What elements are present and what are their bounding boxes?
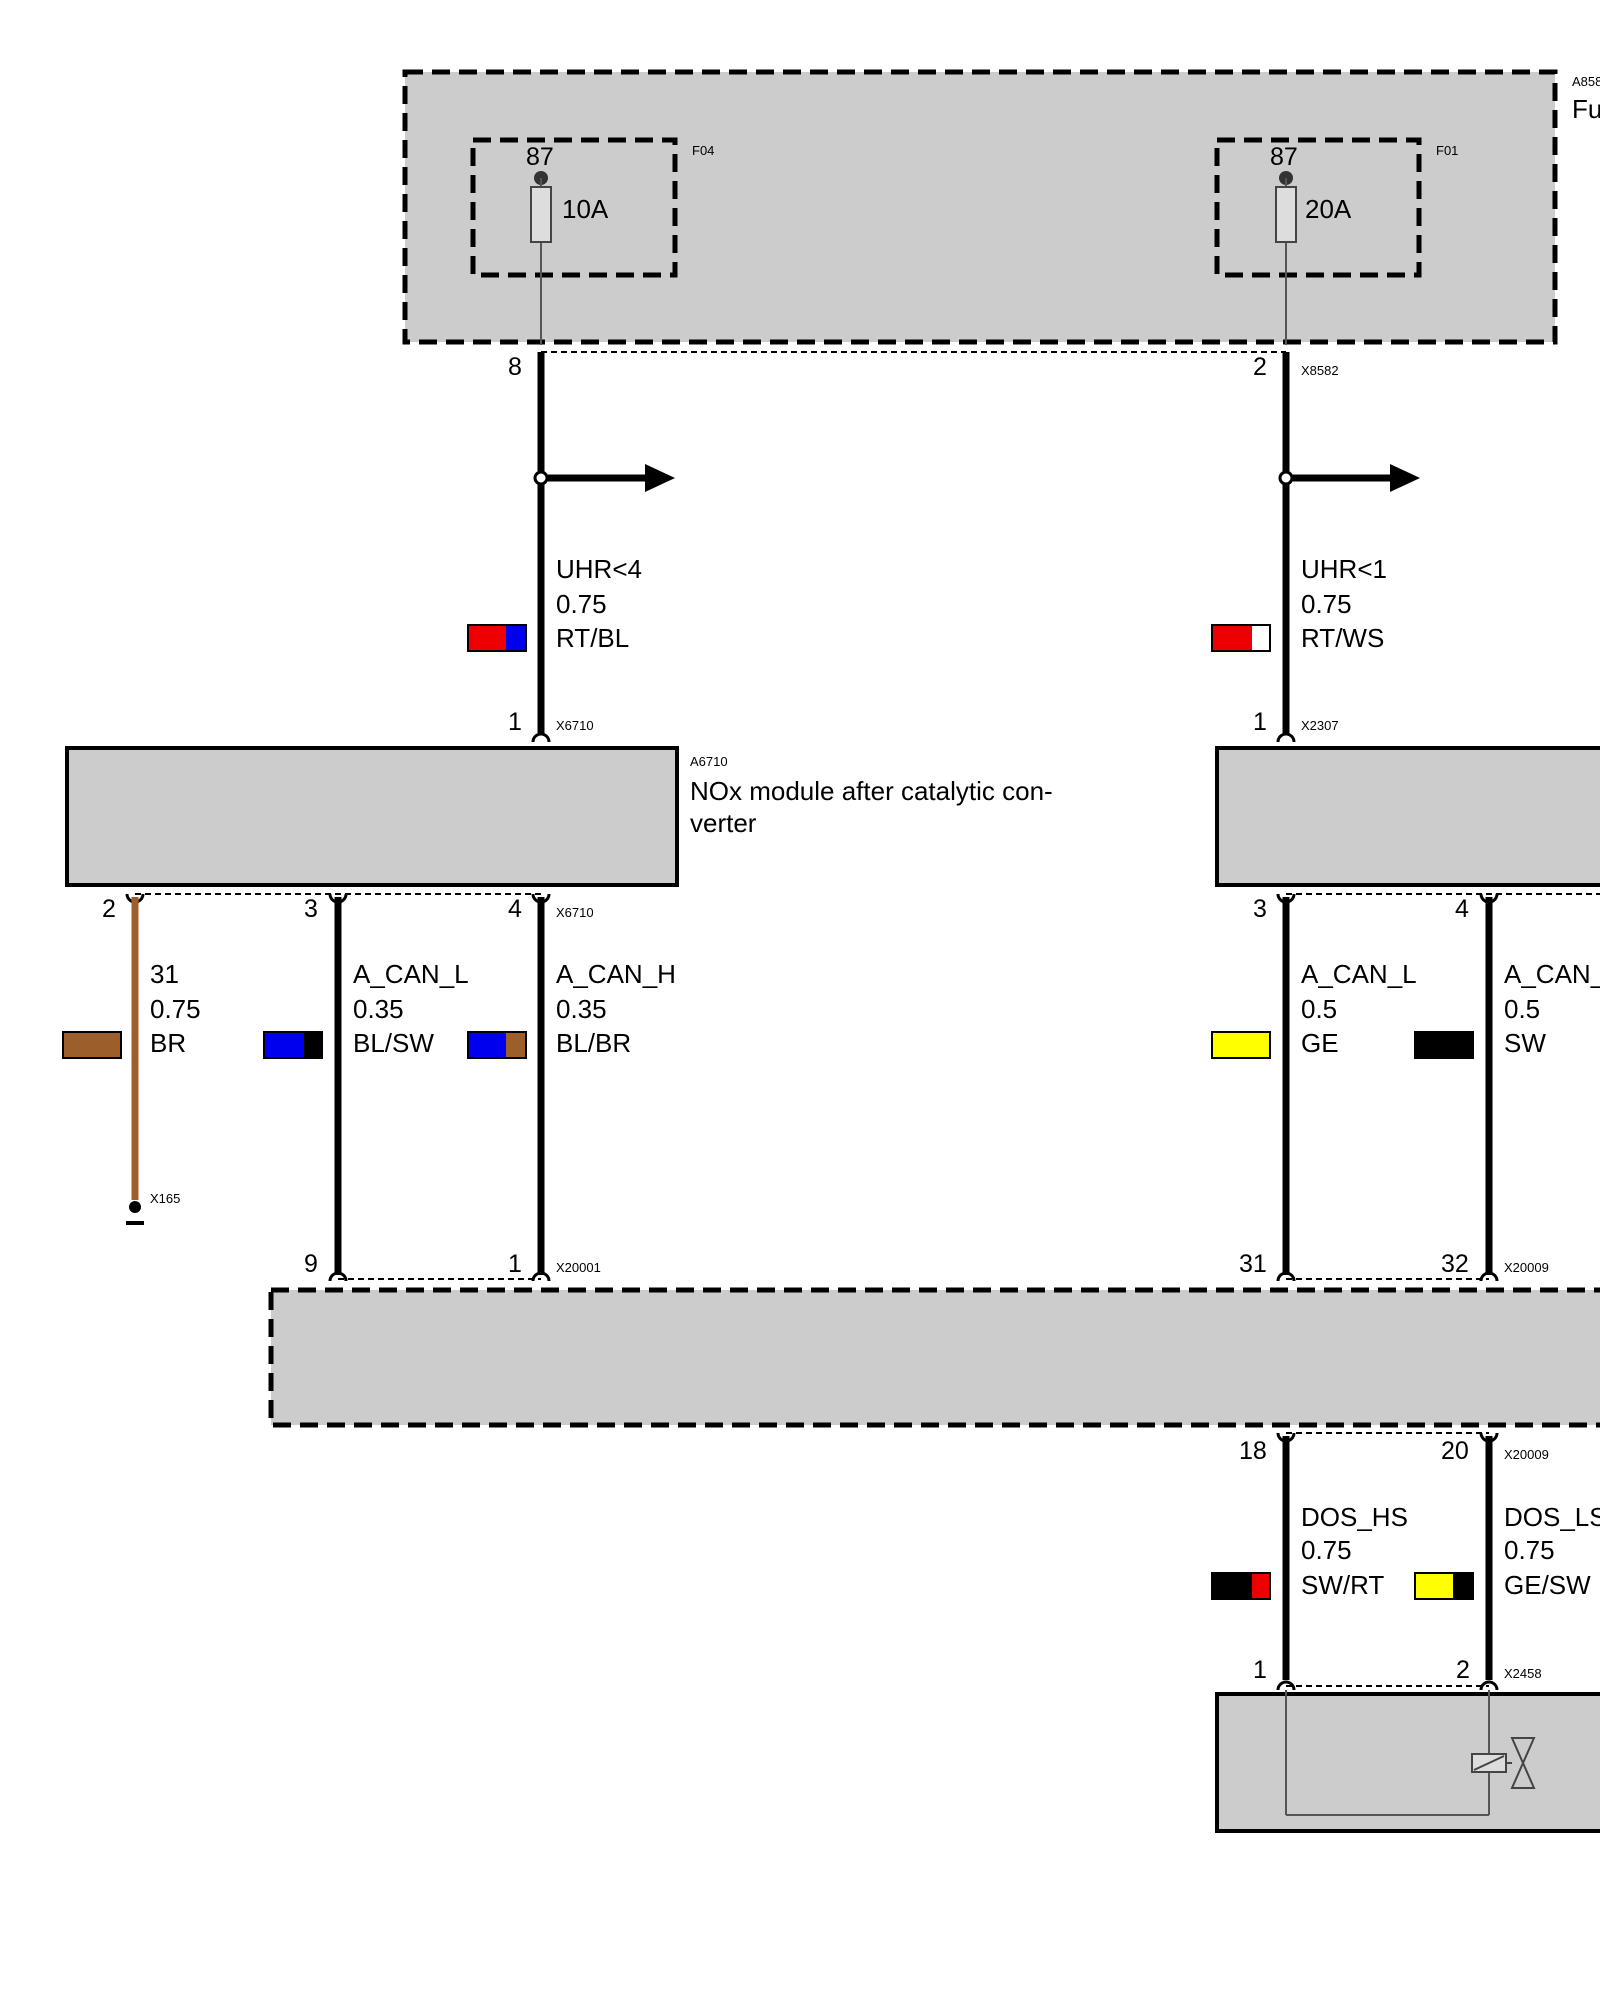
control-unit-connector-left: X20001 (556, 1260, 601, 1275)
fuse-box: A858 Fu F04 87 10A F01 87 20A 8 2 X8582 (402, 69, 1600, 381)
wire-signal: 31 (150, 959, 179, 989)
right-module-pin-top: 1 (1253, 708, 1267, 736)
wire-gauge: 0.75 (150, 994, 201, 1024)
wire-color-code: SW (1504, 1028, 1546, 1058)
wire-color-code: BR (150, 1028, 186, 1058)
dosing-valve: 1 2 X2458 (1215, 1656, 1600, 1833)
wire-gauge: 0.5 (1504, 994, 1540, 1024)
wire-gauge: 0.75 (1301, 589, 1352, 619)
wire-signal: UHR<4 (556, 554, 642, 584)
wire-color-swatch (1414, 1572, 1474, 1600)
nox-module-pin-2: 2 (102, 895, 116, 923)
fuse-f01-id: F01 (1436, 143, 1458, 158)
wire-ground-31: 31 0.75 BR (62, 897, 201, 1200)
wire-signal: A_CAN_ (1504, 959, 1600, 989)
wire-color-swatch (1414, 1031, 1474, 1059)
wire-color-swatch (467, 1031, 527, 1059)
wire-color-swatch (62, 1031, 122, 1059)
wire-dos-ls: DOS_LS 0.75 GE/SW (1414, 1436, 1600, 1680)
fuse-f04-terminal: 87 (526, 143, 554, 171)
wire-color-swatch (263, 1031, 323, 1059)
wire-color-swatch (1211, 1031, 1271, 1059)
control-unit-pin-9: 9 (304, 1250, 318, 1278)
fuse-box-pin-8: 8 (508, 353, 522, 381)
fuse-f04: F04 87 10A (470, 137, 714, 345)
fuse-box-name: Fu (1572, 94, 1600, 124)
wire-a-can-h-nox: A_CAN_H 0.35 BL/BR (467, 897, 676, 1275)
wire-uhr4: UHR<4 0.75 RT/BL (467, 352, 675, 735)
wire-signal: A_CAN_H (556, 959, 676, 989)
right-module: 1 X2307 3 4 (1215, 708, 1600, 923)
nox-module: 1 X6710 A6710 NOx module after catalytic… (65, 708, 1053, 923)
nox-module-pin-top: 1 (508, 708, 522, 736)
fuse-box-connector: X8582 (1301, 363, 1339, 378)
wire-color-code: BL/SW (353, 1028, 434, 1058)
wire-signal: DOS_HS (1301, 1502, 1408, 1532)
wire-gauge: 0.35 (353, 994, 404, 1024)
nox-module-connector-bottom: X6710 (556, 905, 594, 920)
solenoid-valve-icon (1471, 1737, 1536, 1789)
wire-color-swatch (467, 624, 527, 652)
control-unit-connector-bottom: X20009 (1504, 1447, 1549, 1462)
control-unit-pin-1: 1 (508, 1250, 522, 1278)
control-unit: 9 1 X20001 31 32 X20009 18 20 X20009 (268, 1250, 1600, 1465)
wire-gauge: 0.75 (1504, 1535, 1555, 1565)
wire-dos-hs: DOS_HS 0.75 SW/RT (1211, 1436, 1408, 1680)
control-unit-pin-32: 32 (1441, 1250, 1469, 1278)
wire-gauge: 0.5 (1301, 994, 1337, 1024)
wire-a-can-h-right: A_CAN_ 0.5 SW (1414, 897, 1600, 1275)
wire-signal: A_CAN_L (353, 959, 469, 989)
wire-uhr1: UHR<1 0.75 RT/WS (1211, 352, 1420, 735)
dosing-valve-pin-1: 1 (1253, 1656, 1267, 1684)
splice-point (533, 470, 549, 486)
wire-color-code: GE/SW (1504, 1570, 1591, 1600)
nox-module-name-line2: verter (690, 808, 757, 838)
dosing-valve-connector: X2458 (1504, 1666, 1542, 1681)
wire-color-code: GE (1301, 1028, 1339, 1058)
control-unit-pin-31: 31 (1239, 1250, 1267, 1278)
ground-icon (129, 1201, 141, 1213)
fuse-f01-terminal: 87 (1270, 143, 1298, 171)
wire-color-swatch (1211, 624, 1271, 652)
wire-color-code: SW/RT (1301, 1570, 1384, 1600)
wire-a-can-l-nox: A_CAN_L 0.35 BL/SW (263, 897, 469, 1275)
control-unit-connector-right: X20009 (1504, 1260, 1549, 1275)
right-module-pin-4: 4 (1455, 895, 1469, 923)
wire-color-code: RT/WS (1301, 623, 1384, 653)
wire-signal: A_CAN_L (1301, 959, 1417, 989)
continuation-arrow-icon (645, 464, 675, 492)
fuse-f01-rating: 20A (1305, 194, 1352, 224)
nox-module-id: A6710 (690, 754, 728, 769)
wire-color-code: BL/BR (556, 1028, 631, 1058)
right-module-connector-top: X2307 (1301, 718, 1339, 733)
fuse-box-id: A858 (1572, 74, 1600, 89)
wire-color-swatch (1211, 1572, 1271, 1600)
nox-module-connector-top: X6710 (556, 718, 594, 733)
fuse-f01-symbol (1275, 186, 1297, 243)
nox-module-pin-4: 4 (508, 895, 522, 923)
dosing-valve-pin-2: 2 (1456, 1656, 1470, 1684)
wire-a-can-l-right: A_CAN_L 0.5 GE (1211, 897, 1417, 1275)
nox-module-name: NOx module after catalytic con- (690, 776, 1053, 806)
fuse-f04-symbol (530, 186, 552, 243)
fuse-f04-id: F04 (692, 143, 714, 158)
fuse-box-pin-2: 2 (1253, 353, 1267, 381)
wire-gauge: 0.75 (1301, 1535, 1352, 1565)
fuse-f04-rating: 10A (562, 194, 609, 224)
ground-connector: X165 (150, 1191, 180, 1206)
splice-point (1278, 470, 1294, 486)
wire-signal: UHR<1 (1301, 554, 1387, 584)
control-unit-pin-20: 20 (1441, 1437, 1469, 1465)
ground-point: X165 (126, 1191, 180, 1225)
wire-color-code: RT/BL (556, 623, 629, 653)
right-module-pin-3: 3 (1253, 895, 1267, 923)
nox-module-pin-3: 3 (304, 895, 318, 923)
control-unit-pin-18: 18 (1239, 1437, 1267, 1465)
fuse-f01: F01 87 20A (1214, 137, 1458, 345)
wire-gauge: 0.35 (556, 994, 607, 1024)
continuation-arrow-icon (1390, 464, 1420, 492)
wire-gauge: 0.75 (556, 589, 607, 619)
wire-signal: DOS_LS (1504, 1502, 1600, 1532)
